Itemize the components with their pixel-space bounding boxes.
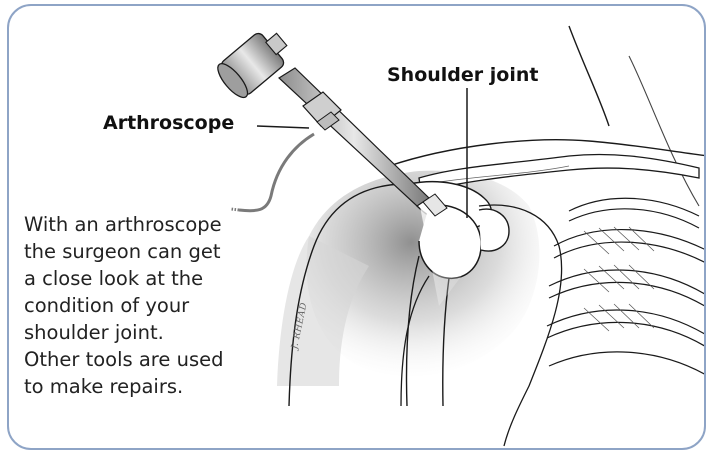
arthroscope-cable	[239, 134, 314, 211]
caption-line: the surgeon can get	[24, 238, 284, 265]
caption-line: a close look at the	[24, 265, 284, 292]
arthroscope-cable-end	[231, 209, 239, 210]
back-outline	[629, 56, 699, 206]
caption-text: With an arthroscope the surgeon can get …	[24, 211, 284, 400]
arthroscope-leader-line	[257, 126, 309, 128]
shoulder-joint-label: Shoulder joint	[387, 64, 538, 86]
arthroscope-instrument	[213, 23, 447, 216]
rib-cage	[547, 198, 706, 376]
caption-line: to make repairs.	[24, 373, 284, 400]
caption-line: With an arthroscope	[24, 211, 284, 238]
caption-line: Other tools are used	[24, 346, 284, 373]
neck-outline	[569, 26, 609, 126]
caption-line: condition of your	[24, 292, 284, 319]
caption-line: shoulder joint.	[24, 319, 284, 346]
arthroscope-label: Arthroscope	[103, 112, 234, 134]
